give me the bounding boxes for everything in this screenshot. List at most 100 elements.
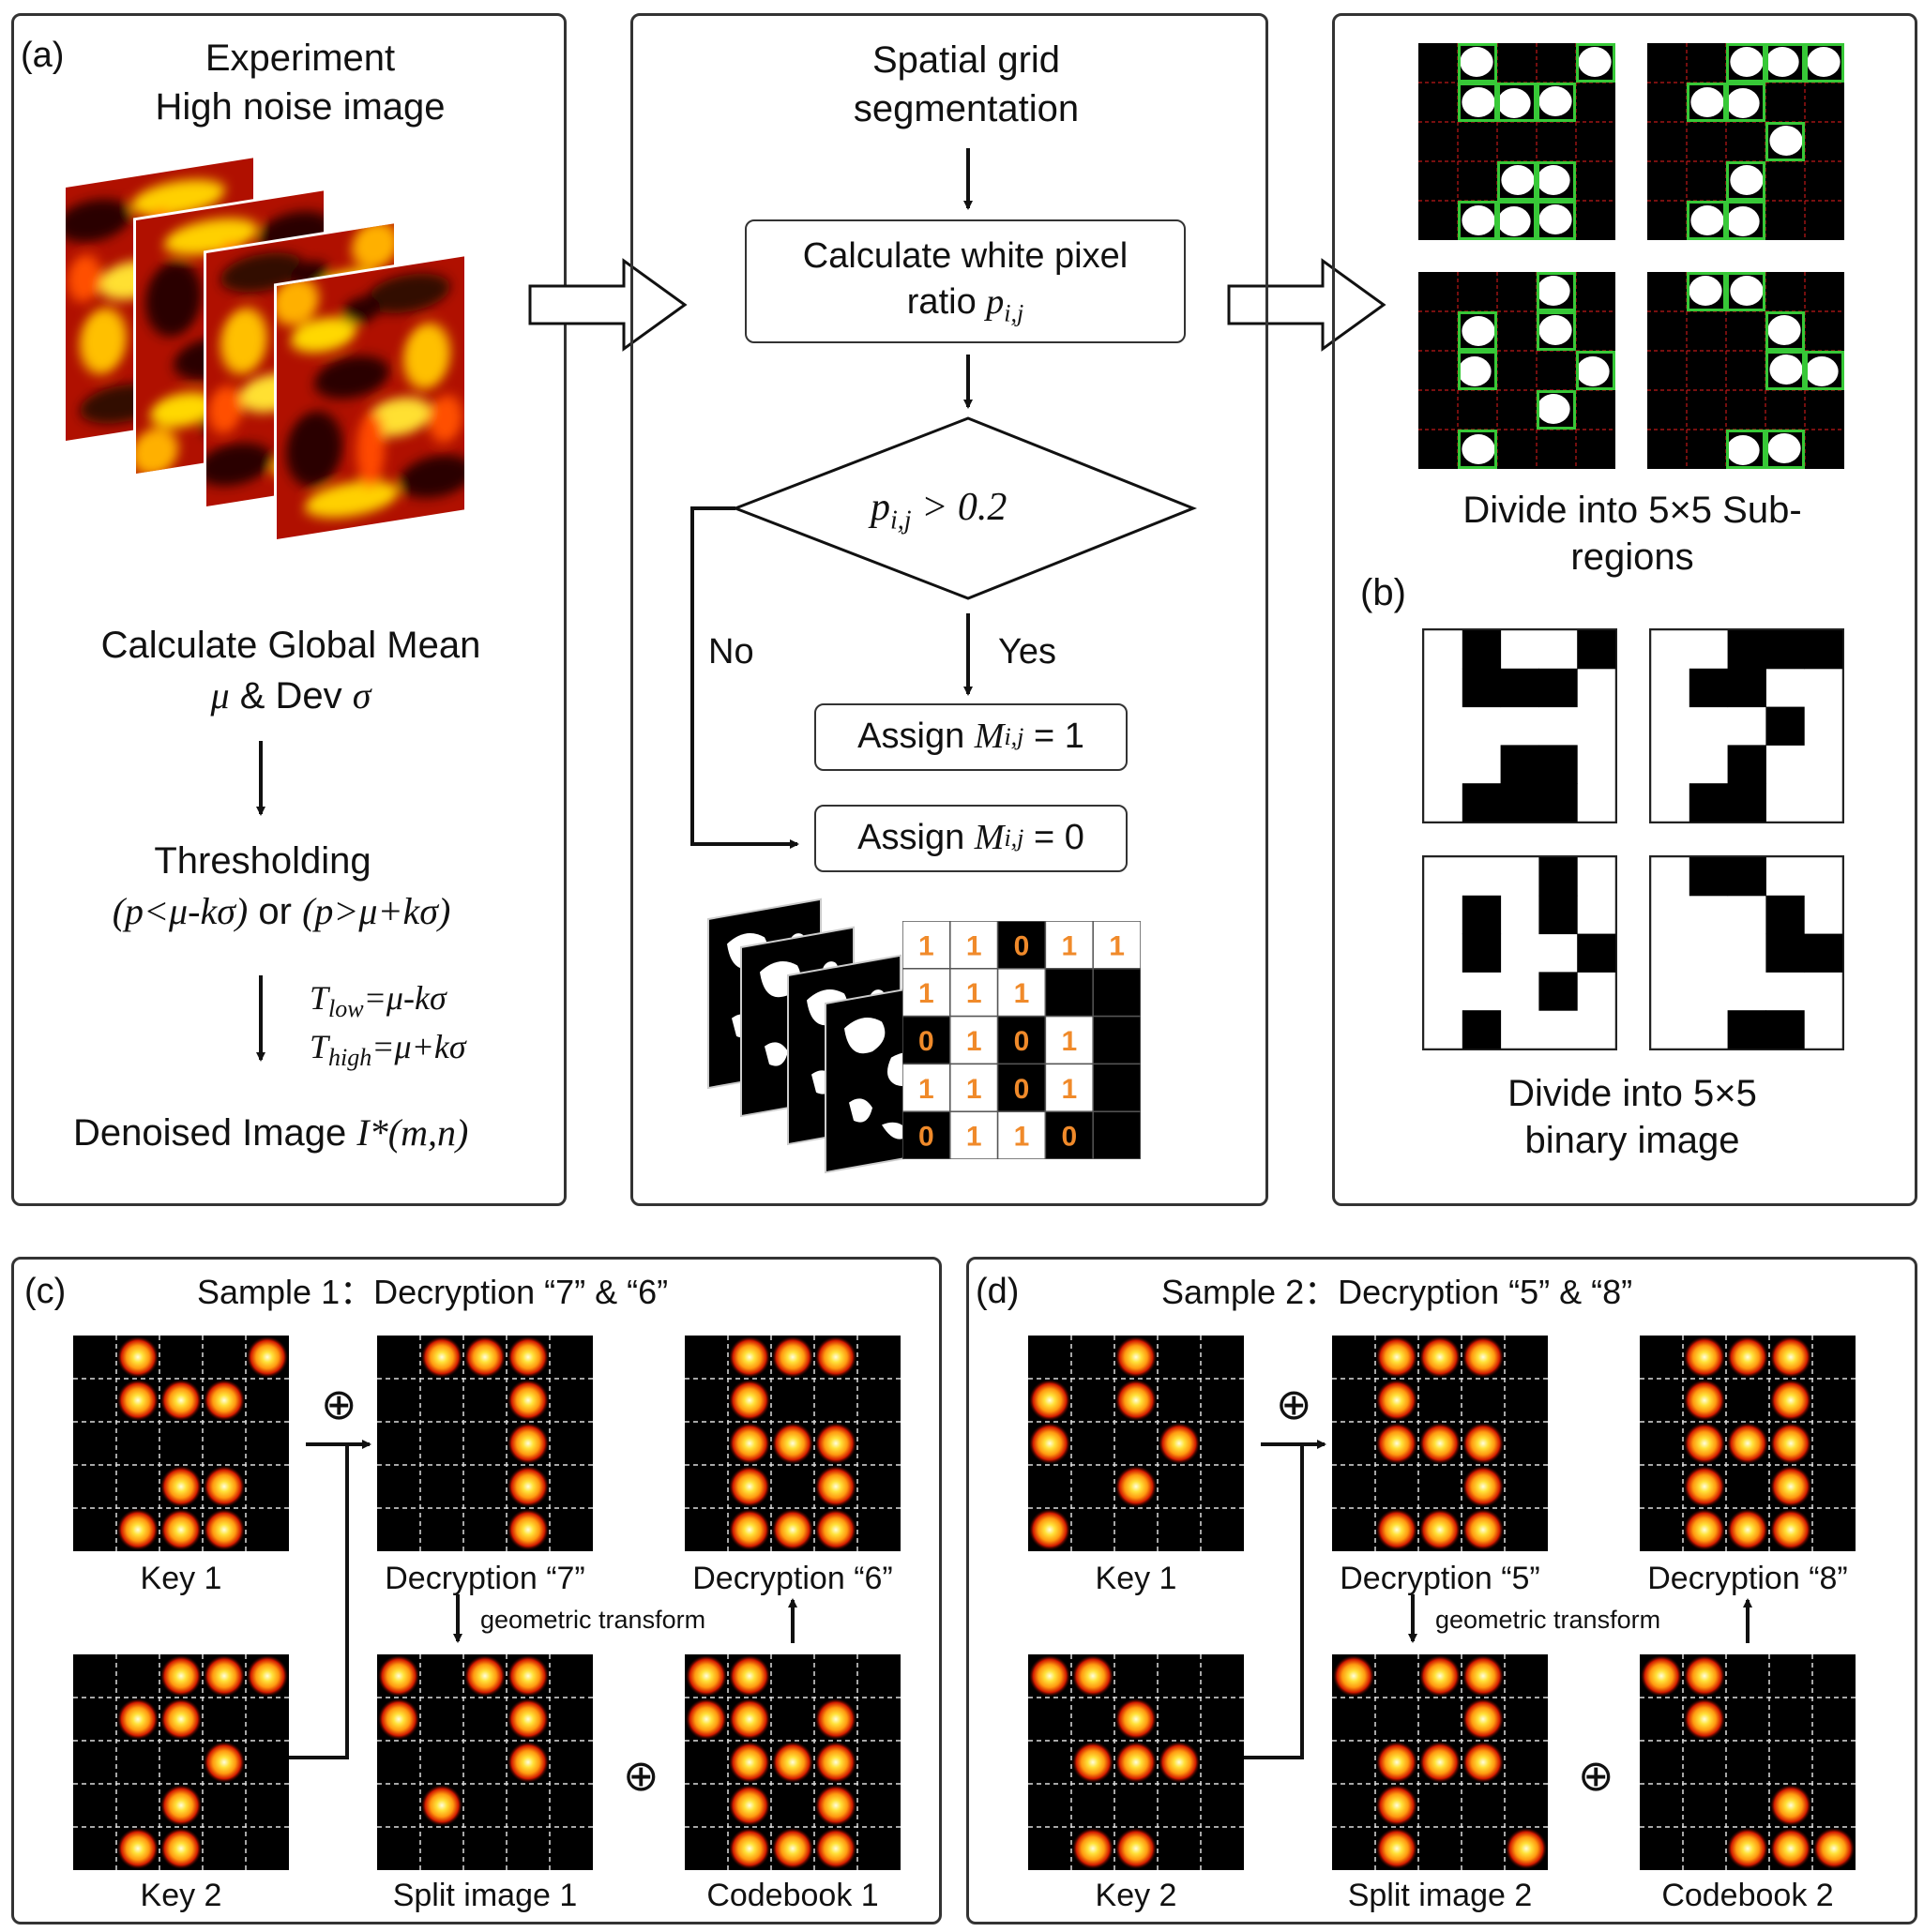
- binary-cell: [1462, 895, 1502, 935]
- selected-cell-box: [1765, 351, 1805, 390]
- light-spot: [771, 1508, 814, 1551]
- matrix-cell-value: 0: [1014, 1074, 1030, 1105]
- selected-cell-box: [1726, 43, 1765, 83]
- light-spot: [1769, 1336, 1812, 1379]
- light-spot: [1158, 1422, 1201, 1465]
- light-spot: [377, 1654, 420, 1698]
- matrix-cell-value: 1: [918, 930, 934, 961]
- matrix-cell: [901, 1110, 951, 1160]
- binary-cell: [1727, 783, 1766, 823]
- matrix-cell: [1092, 1063, 1142, 1112]
- light-spot: [728, 1422, 771, 1465]
- matrix-cell-value: 0: [1014, 930, 1030, 961]
- light-spot: [1683, 1422, 1726, 1465]
- light-spot: [159, 1654, 203, 1698]
- white-blob: [1730, 276, 1764, 306]
- light-spot: [771, 1741, 814, 1784]
- key1-caption: Key 1: [1095, 1561, 1177, 1596]
- matrix-cell-value: 1: [966, 1122, 982, 1153]
- sigma-symbol: σ: [352, 674, 371, 717]
- light-spot: [1028, 1654, 1071, 1698]
- selected-cell-box: [1765, 311, 1805, 351]
- binary-images: [1422, 628, 1844, 1052]
- panel-a: [11, 13, 567, 1206]
- selected-cell-box: [1458, 43, 1497, 83]
- xor-symbol: ⊕: [623, 1751, 659, 1800]
- light-spot: [728, 1827, 771, 1870]
- selected-cell-box: [1687, 201, 1726, 240]
- white-blob: [1805, 356, 1839, 386]
- white-blob: [1538, 315, 1572, 345]
- panel-a-title-2: High noise image: [155, 86, 446, 128]
- light-spot: [203, 1741, 246, 1784]
- split-image: [1332, 1654, 1548, 1870]
- light-spot: [507, 1698, 550, 1741]
- light-spot: [1071, 1827, 1114, 1870]
- light-spot: [771, 1336, 814, 1379]
- light-spot: [1375, 1508, 1418, 1551]
- light-spot: [1462, 1698, 1505, 1741]
- white-blob: [1730, 165, 1764, 195]
- selected-cell-box: [1537, 201, 1576, 240]
- light-spot: [159, 1827, 203, 1870]
- light-spot: [159, 1508, 203, 1551]
- light-spot: [116, 1336, 159, 1379]
- light-spot: [1462, 1741, 1505, 1784]
- white-blob: [1769, 126, 1803, 156]
- selected-cell-box: [1497, 161, 1537, 201]
- binary-cell: [1765, 1010, 1805, 1049]
- binary-image: [1422, 855, 1617, 1050]
- panel-a-arrows: [256, 741, 265, 1062]
- light-spot: [814, 1508, 857, 1551]
- light-spot: [1726, 1422, 1769, 1465]
- light-spot: [1726, 1508, 1769, 1551]
- panel-a-label: (a): [21, 36, 65, 75]
- matrix-cell-value: 1: [966, 1074, 982, 1105]
- subregion-caption-2: regions: [1570, 536, 1694, 578]
- binary-cell: [1577, 933, 1616, 973]
- geometric-transform-label: geometric transform: [480, 1606, 706, 1634]
- light-spot: [1418, 1422, 1462, 1465]
- binary-cell: [1727, 668, 1766, 708]
- light-spot: [728, 1336, 771, 1379]
- light-spot: [1071, 1654, 1114, 1698]
- matrix-cell: [1092, 1015, 1142, 1065]
- selected-cell-box: [1726, 161, 1765, 201]
- white-blob: [1537, 276, 1570, 306]
- light-spot: [1375, 1741, 1418, 1784]
- matrix-cell-value: 1: [1061, 1074, 1077, 1105]
- matrix-cell: [996, 1110, 1047, 1160]
- cond-or: or: [258, 891, 292, 932]
- binary-cell: [1727, 745, 1766, 784]
- panel-flowchart: [630, 13, 1268, 1206]
- light-spot: [1640, 1654, 1683, 1698]
- xor-symbol: ⊕: [321, 1380, 357, 1428]
- selected-cell-box: [1458, 83, 1497, 122]
- binary-cell: [1538, 895, 1578, 935]
- white-blob: [1497, 206, 1531, 236]
- light-spot: [203, 1379, 246, 1422]
- binary-cell: [1538, 668, 1578, 708]
- light-spot: [1683, 1654, 1726, 1698]
- matrix-cell: [949, 1015, 999, 1065]
- white-blob: [1726, 206, 1760, 236]
- light-spot: [507, 1508, 550, 1551]
- amp-dev: & Dev: [239, 675, 342, 717]
- light-spot: [1462, 1508, 1505, 1551]
- light-spot: [246, 1336, 289, 1379]
- binary-cell: [1538, 745, 1578, 784]
- binary-cell: [1689, 783, 1729, 823]
- light-spot: [728, 1784, 771, 1827]
- light-spot: [1028, 1379, 1071, 1422]
- selected-cell-box: [1537, 390, 1576, 430]
- white-blob: [1690, 205, 1724, 235]
- light-spot: [771, 1422, 814, 1465]
- selected-cell-box: [1726, 430, 1765, 469]
- selected-cell-box: [1726, 83, 1765, 122]
- light-spot: [507, 1741, 550, 1784]
- cond-right: (p>μ+kσ): [302, 890, 451, 932]
- binary-cell: [1727, 857, 1766, 897]
- xor-symbol: ⊕: [1276, 1380, 1312, 1428]
- light-spot: [1769, 1465, 1812, 1508]
